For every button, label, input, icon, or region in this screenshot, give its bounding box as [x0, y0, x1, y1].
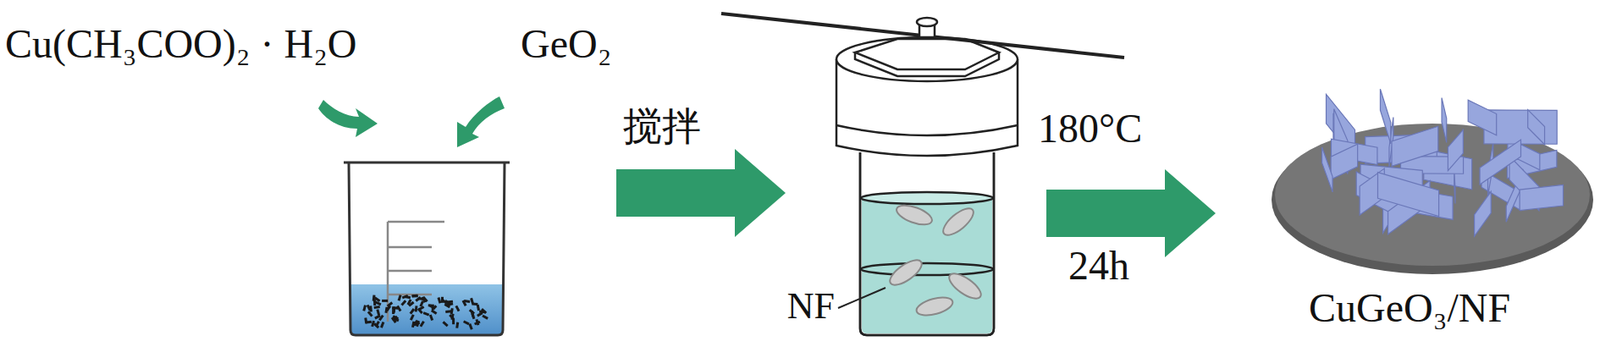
- autoclave: [721, 13, 1125, 336]
- pour-arrow: [318, 96, 505, 148]
- product-film: [1271, 88, 1594, 275]
- label: Cu(CH₃COO)₂ · H₂O: [5, 23, 358, 65]
- process-arrow: [616, 148, 786, 238]
- label: 搅拌: [623, 106, 701, 146]
- label: NF: [787, 287, 835, 326]
- label: 24h: [1068, 245, 1130, 287]
- label: CuGeO₃/NF: [1308, 287, 1511, 329]
- label: GeO₂: [520, 23, 612, 65]
- beaker: [343, 162, 510, 336]
- label: 180°C: [1037, 108, 1143, 149]
- process-arrow: [1046, 169, 1216, 258]
